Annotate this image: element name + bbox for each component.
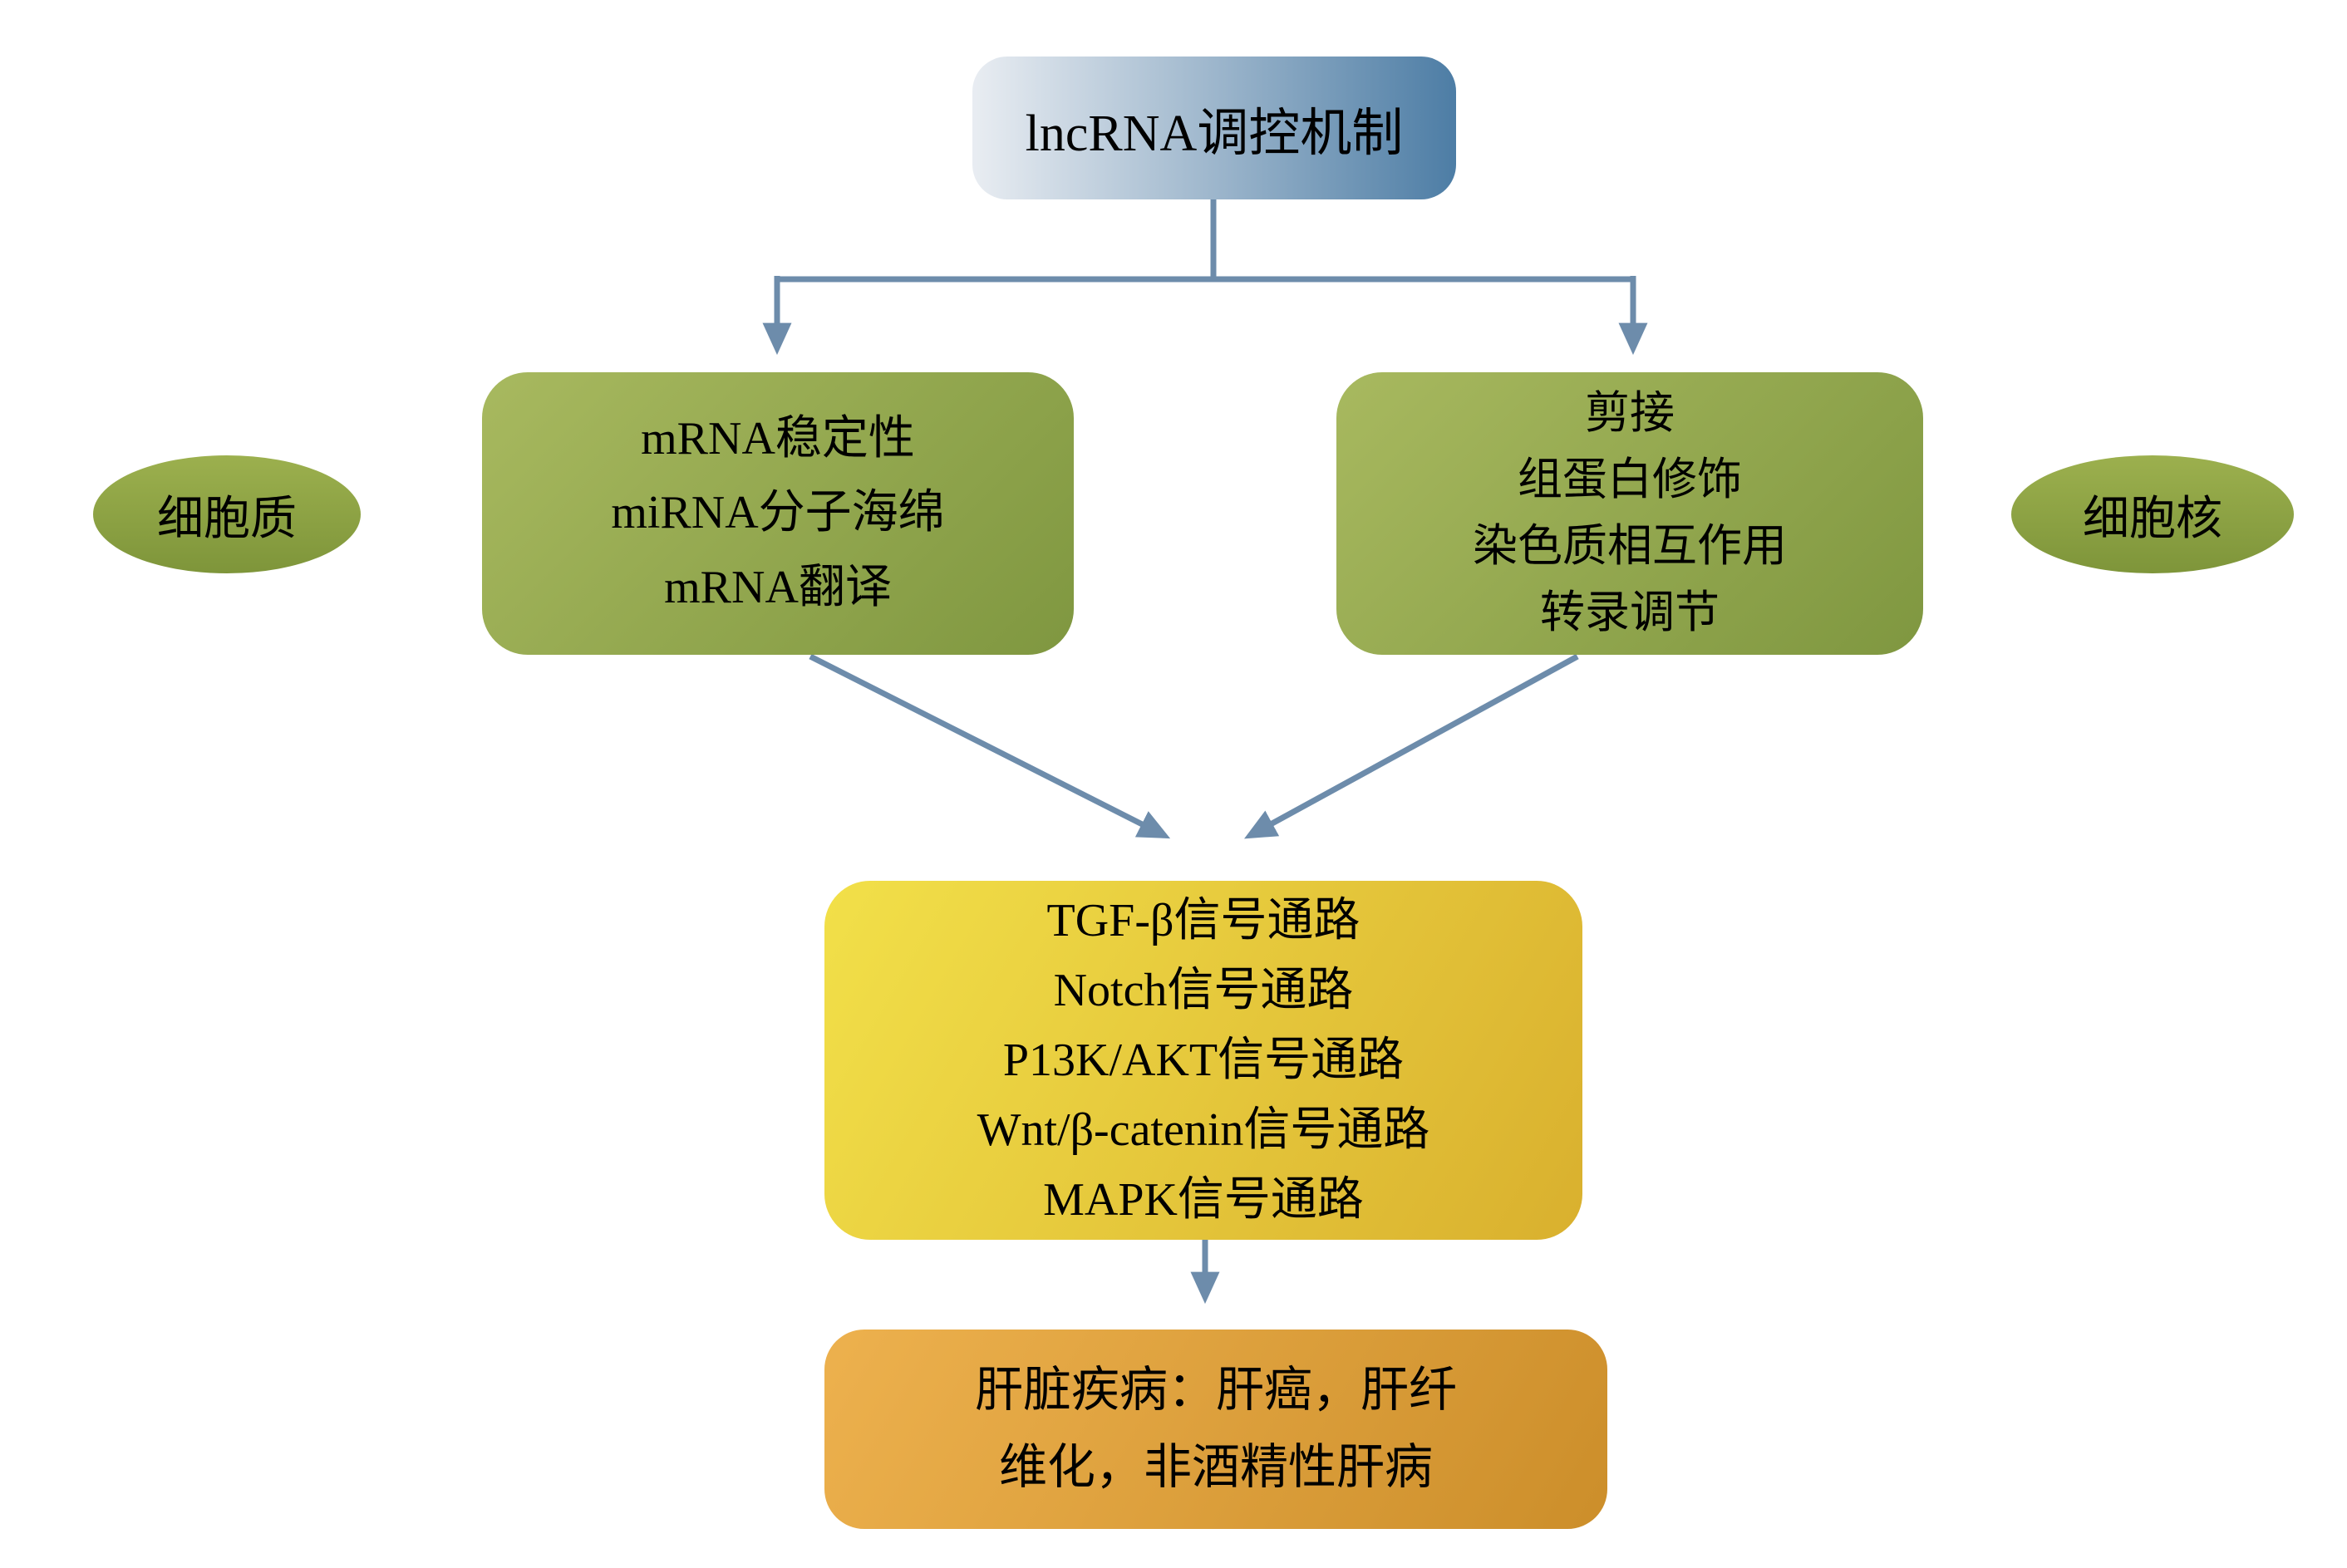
mechanism-line: 剪接 [1585,388,1675,439]
arrow-cytoplasm-to-pathways [809,653,1171,839]
mechanism-line: 转录调节 [1540,587,1720,637]
pathway-line: Notch信号通路 [1053,965,1354,1016]
pathway-line: Wnt/β-catenin信号通路 [977,1104,1430,1156]
mechanism-line: 组蛋白修饰 [1518,455,1742,505]
signaling-pathways-box: TGF-β信号通路 Notch信号通路 P13K/AKT信号通路 Wnt/β-c… [824,881,1582,1240]
mechanism-line: mRNA稳定性 [641,412,915,465]
arrow-nucleus-to-pathways [1244,653,1579,839]
cytoplasm-mechanisms-box: mRNA稳定性 miRNA分子海绵 mRNA翻译 [482,372,1074,655]
pathway-line: TGF-β信号通路 [1046,895,1360,946]
mechanism-line: miRNA分子海绵 [611,487,945,539]
pathway-line: MAPK信号通路 [1043,1174,1364,1226]
mechanism-line: 染色质相互作用 [1473,521,1787,571]
cytoplasm-ellipse: 细胞质 [93,455,361,573]
mechanism-line: mRNA翻译 [664,561,892,613]
root-node-lncrna-mechanism: lncRNA调控机制 [972,57,1456,199]
disease-line: 肝脏疾病：肝癌，肝纤 [974,1363,1457,1418]
disease-line: 维化，非酒精性肝病 [998,1440,1433,1494]
pathway-line: P13K/AKT信号通路 [1002,1035,1405,1086]
cytoplasm-label: 细胞质 [157,493,297,545]
root-node-label: lncRNA调控机制 [1025,106,1404,162]
nucleus-mechanisms-box: 剪接 组蛋白修饰 染色质相互作用 转录调节 [1336,372,1923,655]
liver-disease-box: 肝脏疾病：肝癌，肝纤 维化，非酒精性肝病 [824,1330,1607,1529]
nucleus-label: 细胞核 [2083,493,2222,545]
nucleus-ellipse: 细胞核 [2011,455,2294,573]
